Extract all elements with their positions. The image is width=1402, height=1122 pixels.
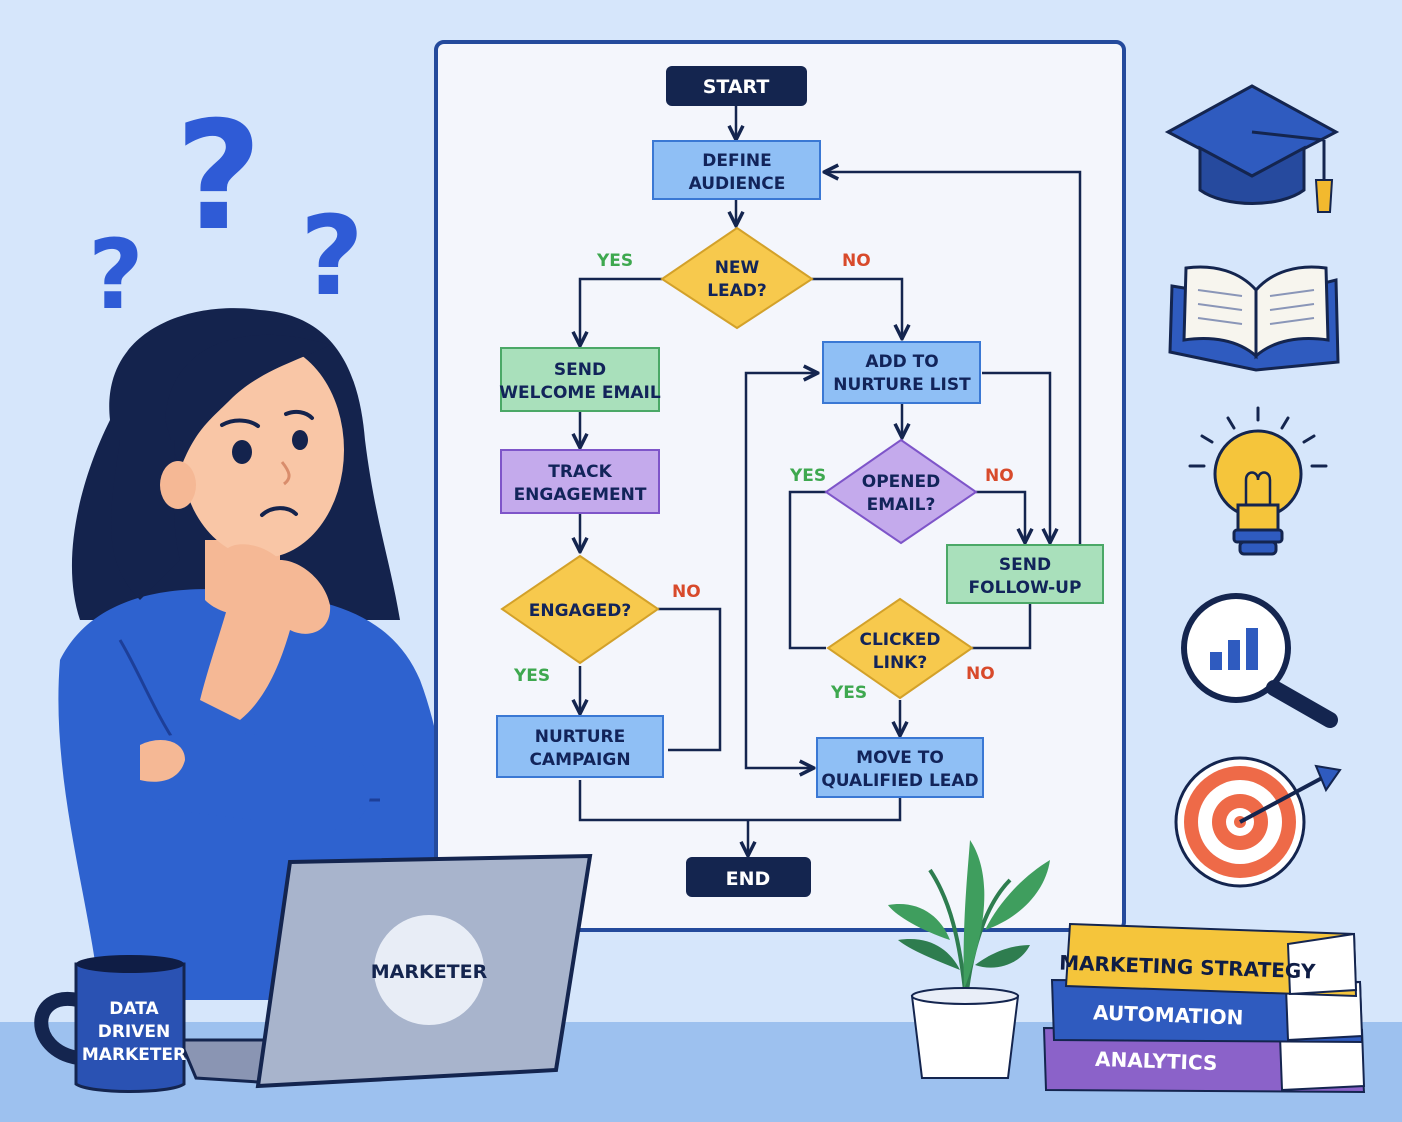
node-label: ENGAGEMENT (514, 485, 647, 505)
new-lead-decision: NEW LEAD? (660, 226, 814, 330)
node-label: LEAD? (707, 281, 767, 301)
connector-yes-new-lead (580, 277, 662, 344)
lightbulb-icon (1188, 406, 1328, 556)
no-label: NO (985, 466, 1014, 486)
yes-label: YES (830, 683, 867, 703)
plant (888, 840, 1050, 1079)
node-label: FOLLOW-UP (969, 578, 1082, 598)
node-label: MOVE TO (856, 748, 944, 768)
book-analytics: ANALYTICS (1042, 1026, 1366, 1094)
node-label: OPENED (862, 472, 940, 492)
yes-label: YES (513, 666, 550, 686)
send-follow-up-node: SEND FOLLOW-UP (946, 544, 1104, 604)
laptop: MARKETER (177, 853, 593, 1089)
connector-end-merge (578, 780, 902, 822)
node-label: NURTURE (535, 727, 625, 747)
book-title: ANALYTICS (1095, 1047, 1218, 1075)
node-label: WELCOME EMAIL (499, 383, 661, 403)
laptop-label: MARKETER (371, 961, 488, 983)
question-mark-icon: ? (88, 219, 144, 331)
node-label: NEW (715, 258, 760, 278)
book-marketing-strategy: MARKETING STRATEGY (1059, 922, 1358, 998)
node-label: QUALIFIED LEAD (821, 771, 978, 791)
start-node: START (666, 66, 807, 106)
coffee-mug: DATA DRIVEN MARKETER (34, 955, 186, 1093)
clicked-link-decision: CLICKED LINK? (826, 597, 974, 700)
book-automation: AUTOMATION (1050, 978, 1364, 1044)
node-label: NURTURE LIST (833, 375, 971, 395)
node-label: AUDIENCE (689, 174, 786, 194)
target-icon (1174, 756, 1342, 888)
send-welcome-email-node: SEND WELCOME EMAIL (499, 347, 661, 412)
connector-no-new-lead (812, 277, 902, 337)
graduation-cap-icon (1164, 84, 1340, 213)
no-label: NO (966, 664, 995, 684)
yes-label: YES (789, 466, 826, 486)
nurture-campaign-node: NURTURE CAMPAIGN (496, 715, 664, 778)
node-label: SEND (999, 555, 1051, 575)
magnifier-chart-icon (1181, 593, 1338, 728)
connector-followup-to-clicked (972, 604, 1032, 650)
start-label: START (703, 76, 770, 98)
connector-loop-back (826, 172, 1082, 546)
connector-no-engaged (658, 607, 722, 752)
node-label: CAMPAIGN (529, 750, 630, 770)
node-label: SEND (554, 360, 606, 380)
open-book-icon (1168, 265, 1340, 372)
engaged-decision: ENGAGED? (500, 554, 660, 665)
yes-label: YES (596, 251, 633, 271)
question-mark-icon: ? (300, 192, 364, 320)
mug-label: MARKETER (82, 1045, 186, 1065)
node-label: DEFINE (702, 151, 772, 171)
no-label: NO (672, 582, 701, 602)
question-mark-icon: ? (175, 90, 262, 264)
connector-nurture-qualified (744, 373, 816, 768)
end-node: END (686, 857, 811, 897)
connector-no-opened (976, 490, 1025, 541)
node-label: TRACK (548, 462, 612, 482)
book-title: AUTOMATION (1093, 1000, 1244, 1029)
flow-connectors (578, 106, 1082, 854)
node-label: ENGAGED? (529, 601, 632, 621)
node-label: CLICKED (859, 630, 940, 650)
end-label: END (726, 868, 771, 890)
books-stack: ANALYTICS AUTOMATION MARKETING STRATEGY (1042, 922, 1366, 1094)
move-to-qualified-lead-node: MOVE TO QUALIFIED LEAD (816, 737, 984, 798)
question-marks: ? ? ? (88, 90, 364, 331)
node-label: LINK? (873, 653, 927, 673)
no-label: NO (842, 251, 871, 271)
branch-labels: YES NO NO YES YES NO NO YES (513, 251, 1014, 703)
define-audience-node: DEFINE AUDIENCE (652, 140, 821, 200)
node-label: EMAIL? (867, 495, 936, 515)
flowchart-board (434, 40, 1126, 932)
mug-label: DATA (109, 999, 159, 1019)
mug-label: DRIVEN (98, 1022, 171, 1042)
connector-add-to-followup (982, 371, 1050, 541)
add-to-nurture-list-node: ADD TO NURTURE LIST (822, 341, 981, 404)
node-label: ADD TO (865, 352, 938, 372)
track-engagement-node: TRACK ENGAGEMENT (500, 449, 660, 514)
opened-email-decision: OPENED EMAIL? (824, 438, 978, 545)
